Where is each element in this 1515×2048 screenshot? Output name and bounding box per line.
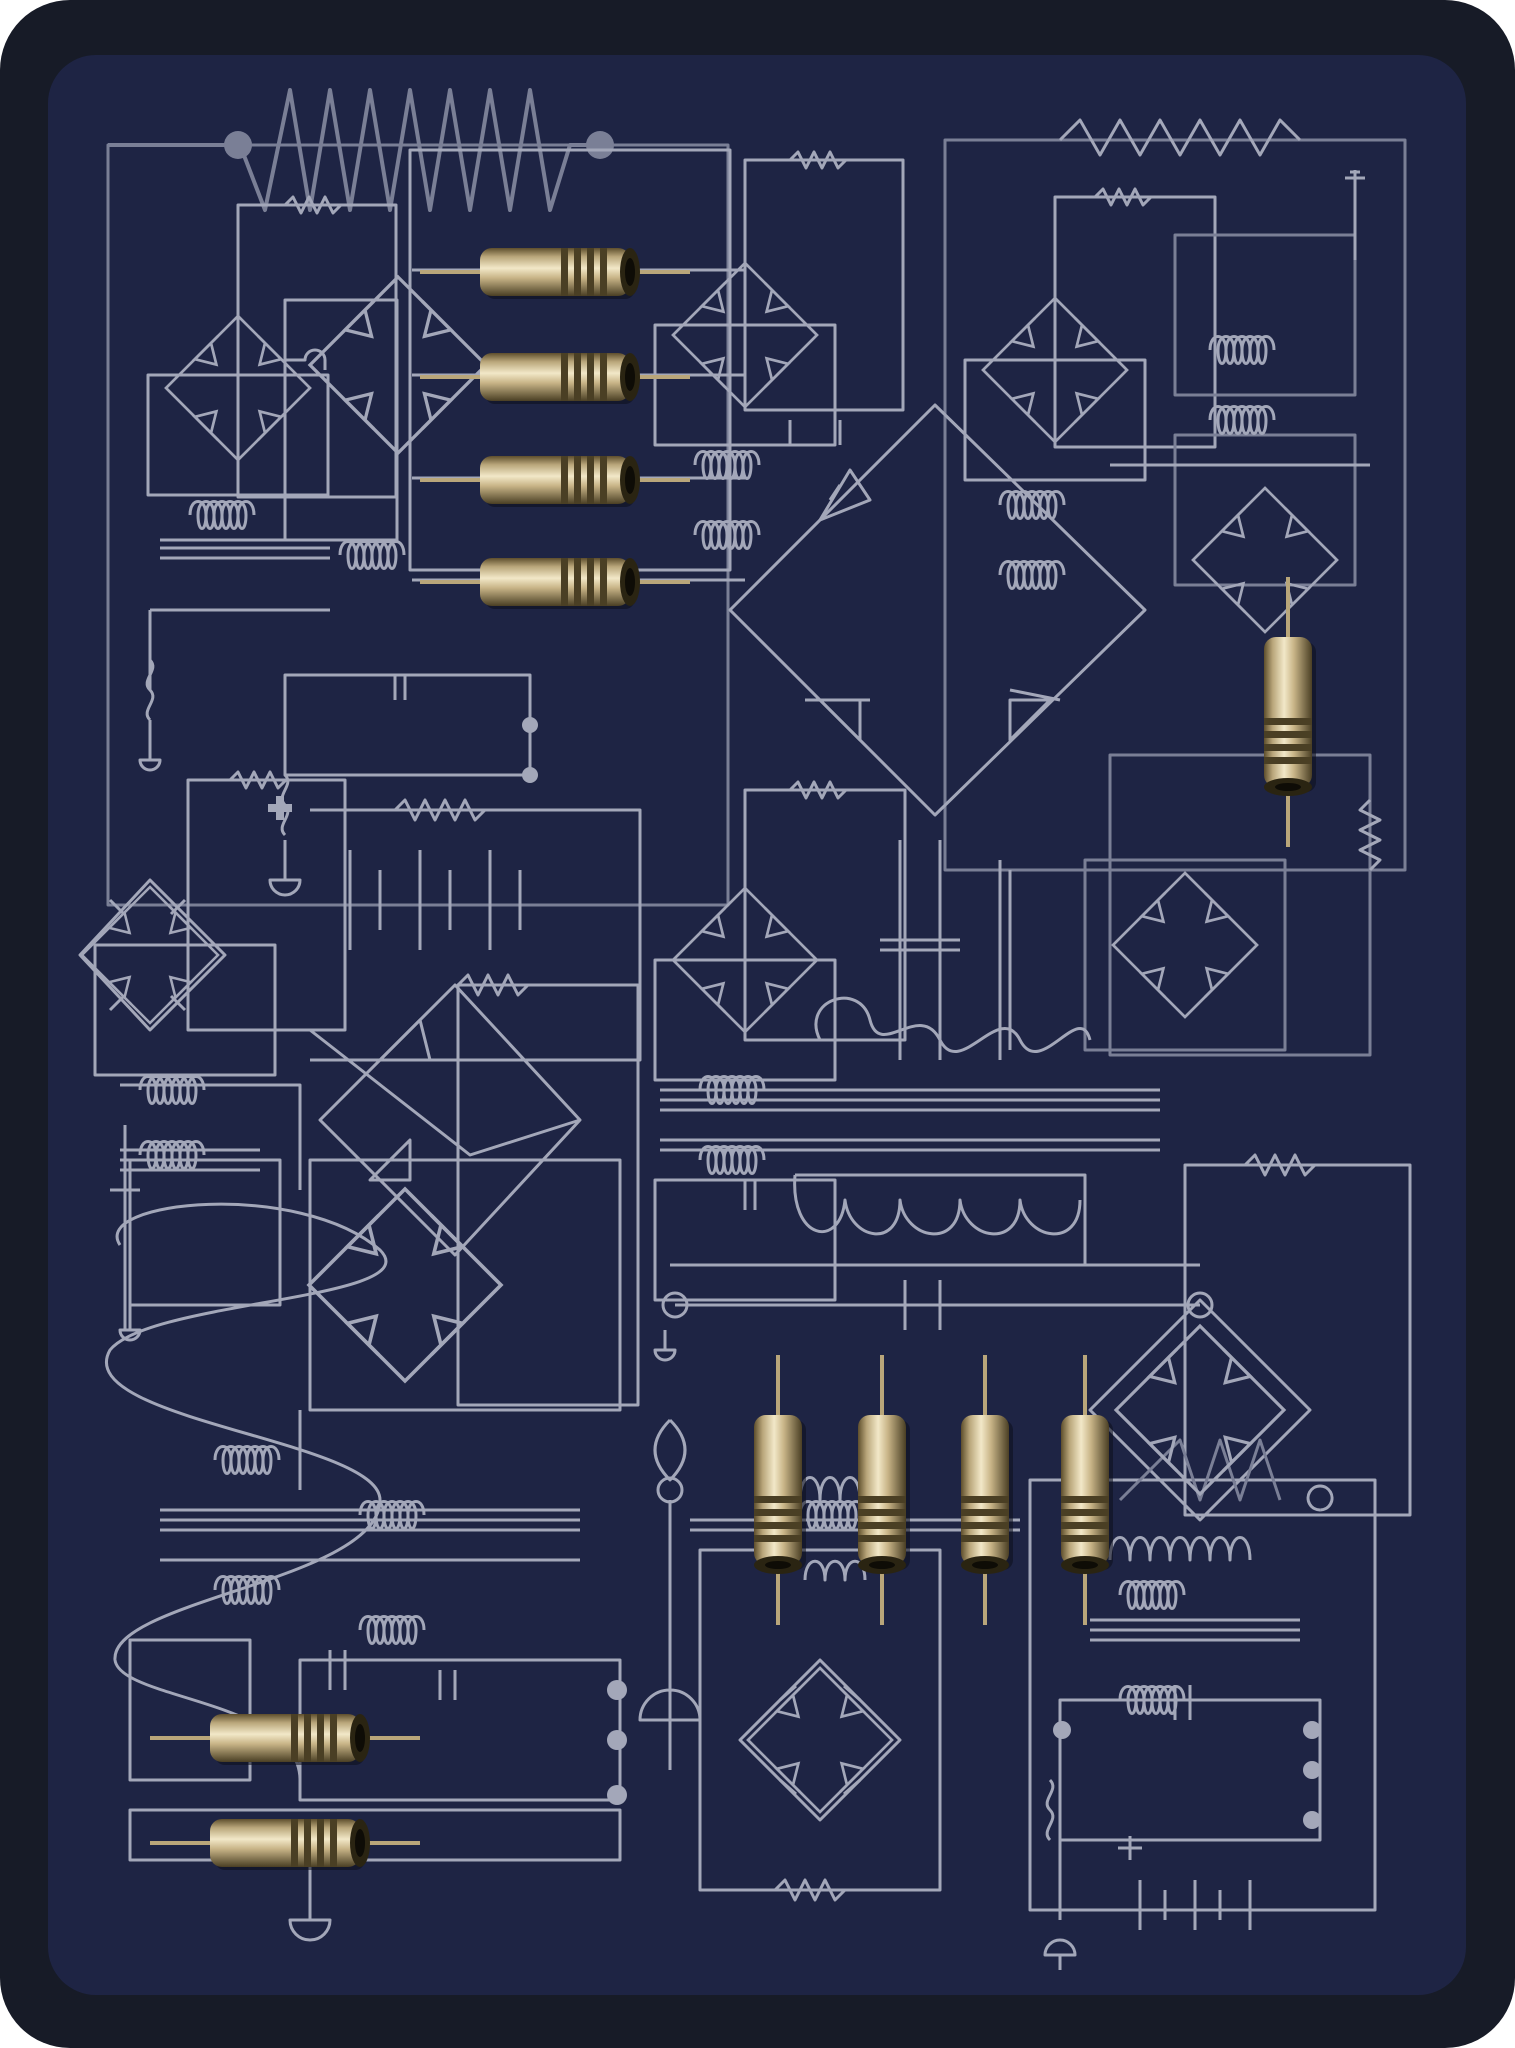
circuit-lines (78, 88, 1412, 1970)
blueprint-board (48, 55, 1466, 1995)
